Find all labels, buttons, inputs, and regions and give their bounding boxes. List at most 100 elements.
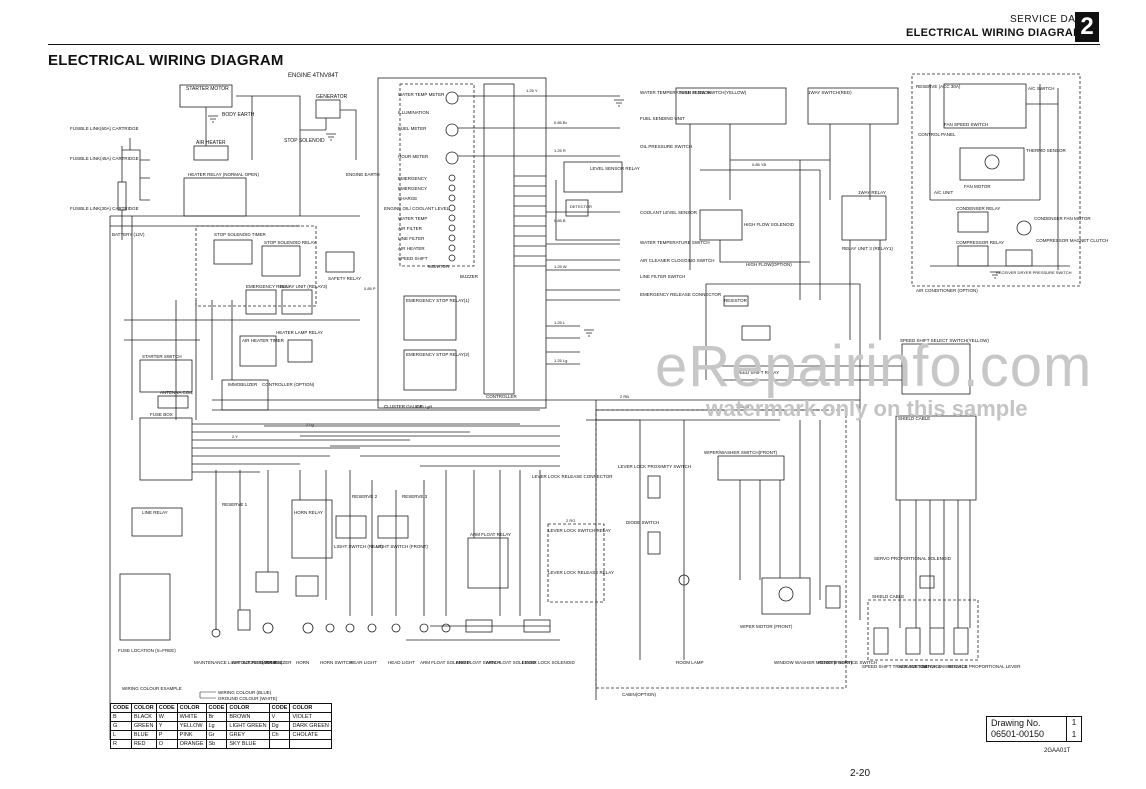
table-cell: Ch <box>268 730 291 740</box>
emergency-relay-box <box>245 289 277 315</box>
speed-shift-track-switch <box>873 627 889 655</box>
drawing-reference: 2GAA01T <box>1044 748 1071 754</box>
bottom-load-label: LEVER LOCK SOLENOID <box>522 660 576 665</box>
table-header-row: CODE COLOR CODE COLOR CODE COLOR CODE CO… <box>110 703 332 713</box>
bottom-load-symbols <box>211 622 451 638</box>
page-title: ELECTRICAL WIRING DIAGRAM <box>48 52 284 69</box>
horn-relay-label: HORN RELAY <box>294 510 323 515</box>
reserve-acc-label: RESERVE (ACC 30A) <box>916 84 961 89</box>
lever-lock-release-relay-label: LEVER LOCK RELEASE RELAY <box>548 570 614 575</box>
compressor-magnet-clutch-label: COMPRESSOR MAGNET CLUTCH <box>1036 238 1108 243</box>
compressor-relay-box <box>957 245 989 267</box>
bottom-load-label: HORN SWITCH <box>320 660 352 665</box>
bottom-load-label: HEAD LIGHT <box>388 660 415 665</box>
monitor-item: AIR FILTER <box>398 226 423 231</box>
bottom-load-label: SERVICE SWITCH LA <box>898 664 943 669</box>
lever-lock-relay-block <box>547 523 605 603</box>
remote-service-switch-box <box>825 585 841 609</box>
arm-float-solenoid-b <box>523 619 551 633</box>
monitor-item: EMERGENCY <box>398 186 427 191</box>
table-row: G GREEN Y YELLOW Lg LIGHT GREEN Dg DARK … <box>110 721 332 731</box>
air-heater-box <box>193 145 229 161</box>
wiper-motor-label: WIPER MOTOR (FRONT) <box>740 624 793 629</box>
table-header: COLOR <box>176 703 207 713</box>
table-cell <box>268 739 291 749</box>
monitor-lamps <box>448 174 456 262</box>
cluster-gauge-label: CLUSTER GAUGE <box>384 404 423 409</box>
table-cell: Sb <box>205 739 228 749</box>
wire-label: 0.85 B <box>554 218 566 223</box>
bottom-load-label: REMOTE SERVICE SWITCH <box>818 660 877 665</box>
table-cell: PINK <box>176 730 207 740</box>
emergency-stop-relay-1-label: EMERGENCY STOP RELAY(1) <box>406 298 470 303</box>
antenna-coil-box <box>157 395 189 409</box>
monitor-label: MONITOR <box>428 264 450 269</box>
header-rule <box>48 44 1100 45</box>
bottom-load-label: SERVICE PROPORTIONAL LEVER <box>948 664 1021 669</box>
table-cell <box>289 739 332 749</box>
monitor-item: CHARGE <box>398 196 417 201</box>
controller-box <box>483 83 515 395</box>
table-cell: W <box>155 712 178 722</box>
wire-label: 1.25 R <box>554 148 566 153</box>
lever-lock-release-connector-label: LEVER LOCK RELEASE CONNECTOR <box>532 474 613 479</box>
reserve-2-label: RESERVE 2 <box>352 494 378 499</box>
wire-label: 0.85 Br <box>554 120 568 125</box>
servo-connector-box <box>895 415 977 501</box>
drawing-sheet-current: 1 <box>1071 718 1077 727</box>
earth-symbols <box>208 99 1000 337</box>
shield-cable-lower-label: SHIELD CABLE <box>872 594 904 599</box>
safety-relay-box <box>325 251 355 273</box>
generator-box <box>315 99 341 119</box>
watermark-domain: eRepairinfo.com <box>655 334 1093 399</box>
table-cell: BLUE <box>130 730 157 740</box>
drawing-number-box: Drawing No. 06501-00150 1 1 <box>986 716 1082 742</box>
monitor-item: SPEED SHIFT <box>398 256 428 261</box>
water-temp-sensor-label: WATER TEMPERATURE SENSOR <box>640 90 712 95</box>
table-row: L BLUE P PINK Gr GREY Ch CHOLATE <box>110 730 332 740</box>
monitor-item: WATER TEMP METER <box>398 92 445 97</box>
emergency-release-connector-label: EMERGENCY RELEASE CONNECTOR <box>640 292 722 297</box>
bottom-load-label: SERVICE SWITCH LB <box>922 664 967 669</box>
battery-label: BATTERY (12V) <box>112 232 145 237</box>
buzzer-label: BUZZER <box>460 274 479 279</box>
heater-lamp-relay-box <box>287 339 313 363</box>
wire-label: 2 Lg <box>306 422 314 427</box>
section-number: 2 <box>1075 12 1099 42</box>
wire-label: 0.85 YB <box>752 162 766 167</box>
receiver-dryer-switch-label: RECEIVER DRYER PRESSURE SWITCH <box>996 270 1072 275</box>
pressure-switch-b <box>295 575 319 597</box>
wire-label: 2 RB <box>620 394 629 399</box>
monitor-item: WATER TEMP <box>398 216 427 221</box>
servo-proportional-label: SERVO PROPORTIONAL SOLENOID <box>874 556 952 561</box>
service-switch-lb <box>929 627 945 655</box>
relay-unit3-box <box>281 289 313 315</box>
line-relay-box <box>131 507 183 537</box>
fuse-box <box>139 417 193 481</box>
service-data-label: SERVICE DATA <box>1010 14 1088 25</box>
wiper-washer-switch-box <box>717 455 785 481</box>
table-row: R RED O ORANGE Sb SKY BLUE <box>110 739 332 749</box>
table-cell: SKY BLUE <box>226 739 270 749</box>
diode-switch <box>647 531 661 555</box>
high-flow-switch-label: HIGH FLOW SWITCH(YELLOW) <box>680 90 747 95</box>
table-cell: Br <box>205 712 228 722</box>
receiver-dryer-switch-box <box>1005 249 1033 267</box>
fan-motor-symbol <box>984 154 1000 170</box>
one-way-switch-box <box>807 87 899 125</box>
stop-solenoid-relay-box <box>261 245 301 277</box>
bottom-load-label: ARM FLOAT SOLENOID <box>420 660 471 665</box>
wiper-motor-box <box>761 577 811 615</box>
table-header: COLOR <box>226 703 270 713</box>
monitor-item: EMERGENCY <box>398 176 427 181</box>
generator-label: GENERATOR <box>316 94 348 100</box>
servo-proportional-solenoid-a <box>919 575 935 589</box>
antenna-coil-label: ANTENNA COIL <box>160 390 194 395</box>
air-heater-timer-label: AIR HEATER TIMER <box>242 338 285 343</box>
fan-motor-label: FAN MOTOR <box>964 184 991 189</box>
table-header: COLOR <box>130 703 157 713</box>
level-sensor-relay-box <box>563 161 623 193</box>
one-way-relay-box <box>841 195 887 241</box>
relay-block-upper <box>195 225 317 307</box>
ac-unit-box <box>959 147 1025 181</box>
